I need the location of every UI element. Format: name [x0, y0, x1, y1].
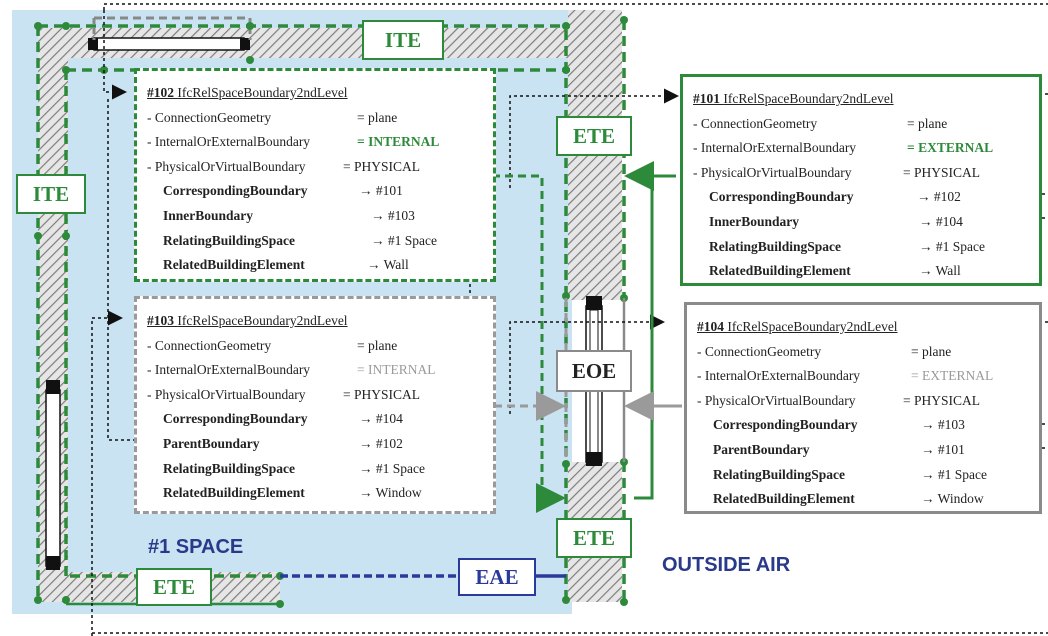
boundary-101-box: #101 IfcRelSpaceBoundary2ndLevel - Conne…	[680, 74, 1042, 286]
attr-relating-space: RelatingBuildingSpace→ #1 Space	[709, 238, 985, 254]
boundary-type: IfcRelSpaceBoundary2ndLevel	[727, 319, 898, 334]
attr-related-element: RelatedBuildingElement→ Wall	[163, 257, 409, 273]
attr-related-element: RelatedBuildingElement→ Wall	[709, 263, 961, 279]
label-ete-bottom-left: ETE	[136, 568, 212, 606]
attr-internal-external: - InternalOrExternalBoundary= EXTERNAL	[693, 140, 994, 156]
attr-parent-boundary: ParentBoundary→ #102	[163, 435, 403, 451]
attr-corresponding-boundary: CorrespondingBoundary→ #101	[163, 183, 403, 199]
attr-inner-boundary: InnerBoundary→ #104	[709, 213, 963, 229]
attr-physical-virtual: - PhysicalOrVirtualBoundary= PHYSICAL	[147, 386, 420, 402]
attr-physical-virtual: - PhysicalOrVirtualBoundary= PHYSICAL	[147, 158, 420, 174]
outside-air-label: OUTSIDE AIR	[662, 554, 791, 576]
attr-parent-boundary: ParentBoundary→ #101	[713, 441, 965, 457]
boundary-title: #102 IfcRelSpaceBoundary2ndLevel	[147, 81, 485, 106]
attr-related-element: RelatedBuildingElement→ Window	[713, 491, 984, 507]
attr-physical-virtual: - PhysicalOrVirtualBoundary= PHYSICAL	[697, 392, 980, 408]
attr-internal-external: - InternalOrExternalBoundary= EXTERNAL	[697, 368, 994, 384]
label-ite-top: ITE	[362, 20, 444, 60]
attr-connection-geometry: - ConnectionGeometry= plane	[147, 337, 398, 353]
boundary-type: IfcRelSpaceBoundary2ndLevel	[177, 313, 348, 328]
boundary-104-box: #104 IfcRelSpaceBoundary2ndLevel - Conne…	[684, 302, 1042, 514]
label-ete-mid: ETE	[556, 116, 632, 156]
attr-corresponding-boundary: CorrespondingBoundary→ #102	[709, 189, 961, 205]
attr-corresponding-boundary: CorrespondingBoundary→ #103	[713, 417, 965, 433]
attr-relating-space: RelatingBuildingSpace→ #1 Space	[163, 232, 437, 248]
boundary-id: #104	[697, 319, 724, 334]
attr-physical-virtual: - PhysicalOrVirtualBoundary= PHYSICAL	[693, 164, 980, 180]
label-ete-bottom-right: ETE	[556, 518, 632, 558]
attr-internal-external: - InternalOrExternalBoundary= INTERNAL	[147, 134, 440, 150]
window-top	[93, 37, 245, 51]
label-eae: EAE	[458, 558, 536, 596]
space-label: #1 SPACE	[148, 536, 244, 558]
boundary-title: #103 IfcRelSpaceBoundary2ndLevel	[147, 309, 485, 334]
boundary-102-box: #102 IfcRelSpaceBoundary2ndLevel - Conne…	[134, 68, 496, 282]
attr-relating-space: RelatingBuildingSpace→ #1 Space	[713, 466, 987, 482]
attr-inner-boundary: InnerBoundary→ #103	[163, 207, 415, 223]
boundary-id: #101	[693, 91, 720, 106]
boundary-103-box: #103 IfcRelSpaceBoundary2ndLevel - Conne…	[134, 296, 496, 514]
attr-related-element: RelatedBuildingElement→ Window	[163, 485, 422, 501]
label-eoe: EOE	[556, 350, 632, 392]
window-left	[45, 389, 61, 567]
boundary-type: IfcRelSpaceBoundary2ndLevel	[723, 91, 894, 106]
boundary-id: #102	[147, 85, 174, 100]
boundary-id: #103	[147, 313, 174, 328]
boundary-title: #101 IfcRelSpaceBoundary2ndLevel	[693, 87, 1031, 112]
attr-connection-geometry: - ConnectionGeometry= plane	[697, 343, 952, 359]
attr-relating-space: RelatingBuildingSpace→ #1 Space	[163, 460, 425, 476]
label-ite-left: ITE	[16, 174, 86, 214]
attr-corresponding-boundary: CorrespondingBoundary→ #104	[163, 411, 403, 427]
boundary-type: IfcRelSpaceBoundary2ndLevel	[177, 85, 348, 100]
attr-internal-external: - InternalOrExternalBoundary= INTERNAL	[147, 362, 436, 378]
attr-connection-geometry: - ConnectionGeometry= plane	[693, 115, 948, 131]
attr-connection-geometry: - ConnectionGeometry= plane	[147, 109, 398, 125]
boundary-title: #104 IfcRelSpaceBoundary2ndLevel	[697, 315, 1031, 340]
